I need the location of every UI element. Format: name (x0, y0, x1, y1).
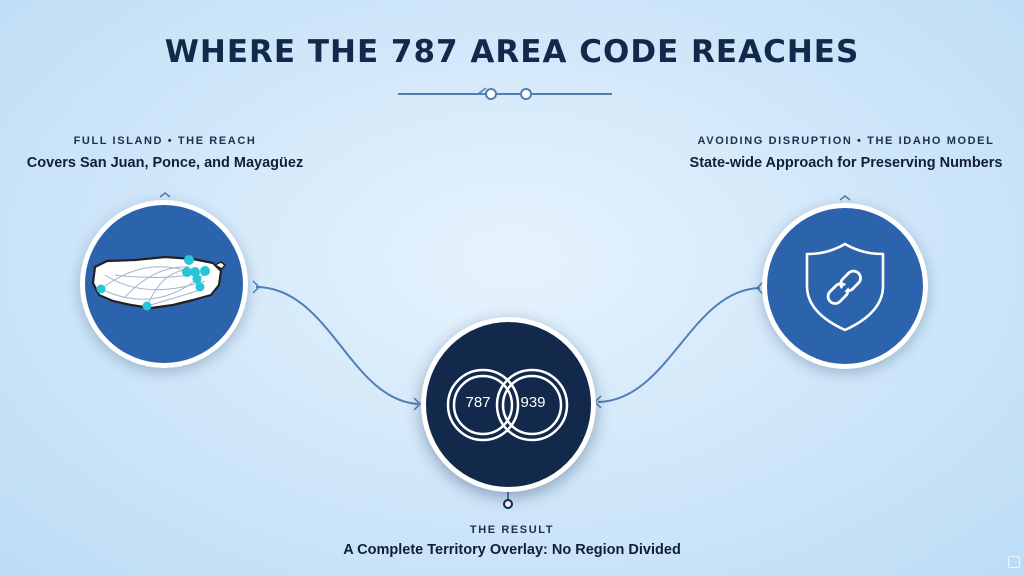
left-small-label: FULL ISLAND • THE REACH (73, 135, 257, 147)
right-label-block: AVOIDING DISRUPTION • THE IDAHO MODEL St… (676, 135, 1016, 171)
left-main-label: Covers San Juan, Ponce, and Mayagüez (26, 155, 304, 171)
shield-link-icon (805, 242, 885, 332)
code-787-label: 787 (465, 394, 491, 411)
right-main-label: State-wide Approach for Preserving Numbe… (689, 155, 1003, 171)
title-divider (398, 87, 612, 100)
overlapping-rings-icon (446, 368, 569, 442)
left-label-block: FULL ISLAND • THE REACH Covers San Juan,… (0, 135, 330, 171)
right-small-label: AVOIDING DISRUPTION • THE IDAHO MODEL (697, 135, 995, 147)
center-label-block: THE RESULT A Complete Territory Overlay:… (312, 524, 712, 558)
page-title: WHERE THE 787 AREA CODE REACHES (164, 34, 860, 70)
code-939-label: 939 (520, 394, 546, 411)
idaho-model-node (762, 203, 928, 369)
island-reach-node (80, 200, 248, 368)
puerto-rico-map-icon (91, 255, 227, 311)
center-small-label: THE RESULT (469, 524, 555, 536)
overlay-result-node: 787 939 (421, 317, 596, 492)
corner-mark (1008, 556, 1020, 568)
center-main-label: A Complete Territory Overlay: No Region … (343, 542, 681, 558)
